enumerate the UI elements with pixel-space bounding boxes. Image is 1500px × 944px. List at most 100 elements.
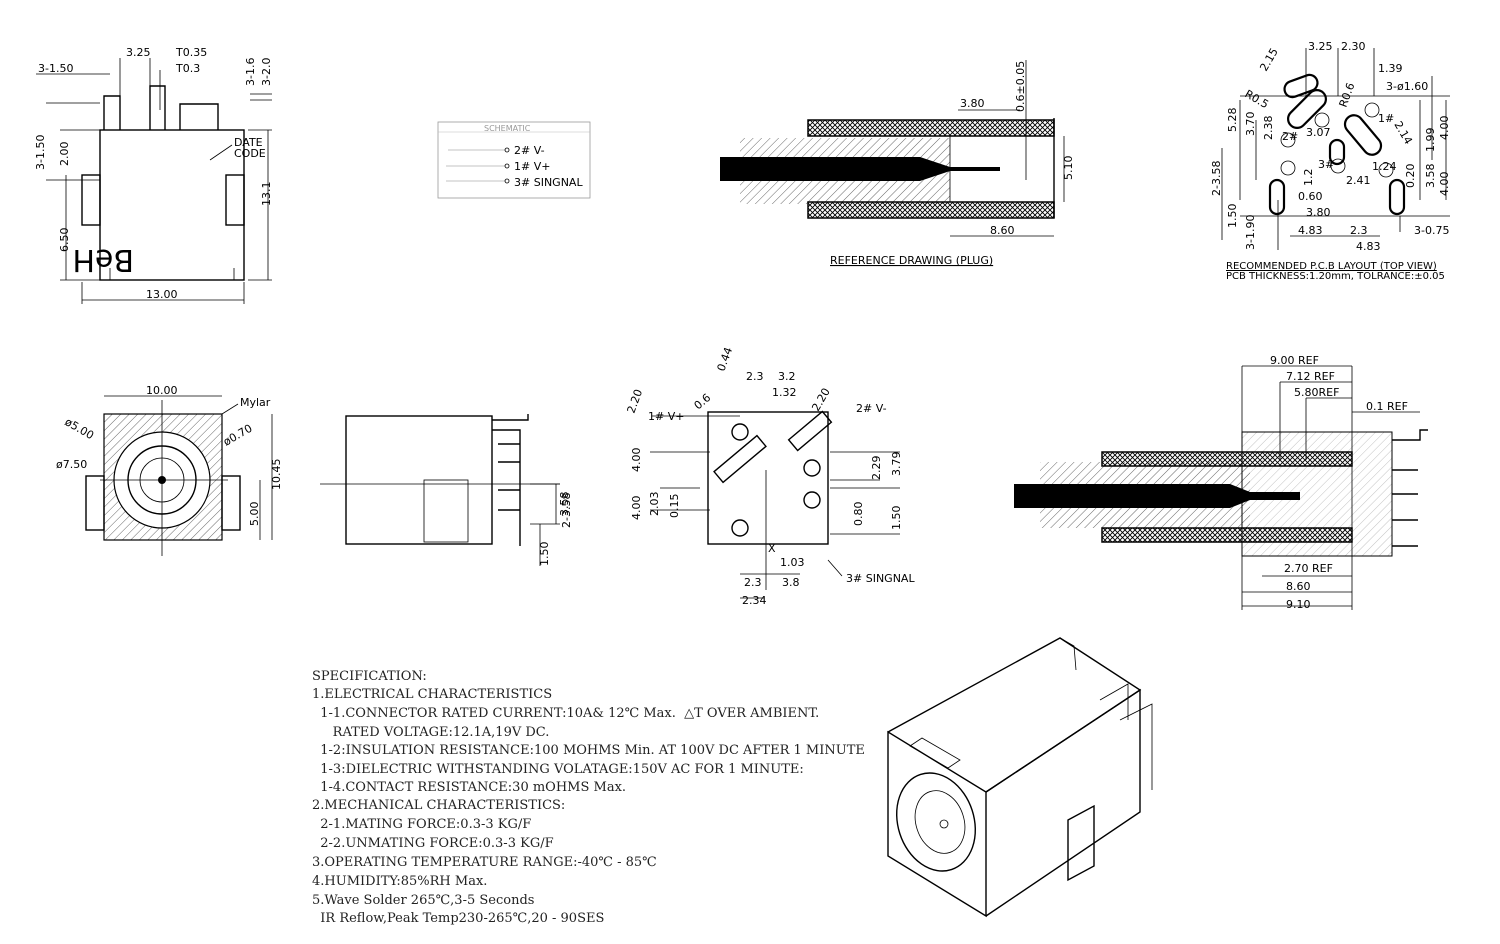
spec-line-11: 3.OPERATING TEMPERATURE RANGE:-40℃ - 85℃ bbox=[312, 855, 657, 870]
front-dim-4: T0.3 bbox=[175, 62, 200, 75]
pcb-dim-8: 5.28 bbox=[1226, 108, 1239, 133]
front-dim-8: 2.00 bbox=[58, 142, 71, 167]
bottom-dim-13: 4.00 bbox=[630, 496, 643, 521]
spec-line-1: SPECIFICATION: bbox=[312, 669, 427, 684]
pcb-dim-7: R0.5 bbox=[1243, 87, 1271, 111]
plug-caption: REFERENCE DRAWING (PLUG) bbox=[830, 254, 993, 267]
schematic-pin-2: 2# V- bbox=[514, 144, 545, 157]
pcb-dim-23: 1.2 bbox=[1302, 169, 1315, 187]
end-dim-6: 10.45 bbox=[270, 459, 283, 491]
date-code-label-2: CODE bbox=[234, 147, 266, 160]
bottom-dim-4: 0.6 bbox=[692, 391, 714, 412]
bottom-dim-12: 3.79 bbox=[890, 452, 903, 477]
spec-line-9: 2-1.MATING FORCE:0.3-3 KG/F bbox=[312, 817, 531, 832]
pcb-dim-11: 3.07 bbox=[1306, 126, 1331, 139]
front-dim-7: 3-1.50 bbox=[34, 135, 47, 170]
bottom-dim-6: 3.2 bbox=[778, 370, 796, 383]
bottom-pin-3: 3# SINGNAL bbox=[846, 572, 915, 585]
brand-logo-text: BeH bbox=[72, 242, 134, 277]
mated-dim-7: 9.10 bbox=[1286, 598, 1311, 611]
pcb-dim-27: 3.80 bbox=[1306, 206, 1331, 219]
bottom-dim-5: 2.3 bbox=[746, 370, 764, 383]
bottom-dim-20: 3.8 bbox=[782, 576, 800, 589]
bottom-pin-1: 1# V+ bbox=[648, 410, 684, 423]
pcb-dim-31: 3-0.75 bbox=[1414, 224, 1449, 237]
spec-line-4: RATED VOLTAGE:12.1A,19V DC. bbox=[312, 725, 549, 740]
bottom-pin-2: 2# V- bbox=[856, 402, 887, 415]
front-dim-1: 3-1.50 bbox=[38, 62, 73, 75]
plug-dim-2: 0.6±0.05 bbox=[1014, 61, 1027, 112]
specification-block: SPECIFICATION: 1.ELECTRICAL CHARACTERIST… bbox=[312, 669, 865, 926]
mated-section-view: 9.00 REF 7.12 REF 5.80REF 0.1 REF 2.70 R… bbox=[1014, 354, 1428, 611]
spec-line-7: 1-4.CONTACT RESISTANCE:30 mOHMS Max. bbox=[312, 780, 626, 795]
pcb-dim-5: R0.6 bbox=[1337, 81, 1358, 109]
mated-dim-2: 7.12 REF bbox=[1286, 370, 1335, 383]
pcb-dim-20: 3.58 bbox=[1424, 164, 1437, 189]
pcb-dim-24: 2.41 bbox=[1346, 174, 1371, 187]
mylar-label: Mylar bbox=[240, 396, 271, 409]
bottom-dim-16: 0.80 bbox=[852, 502, 865, 527]
pcb-dim-29: 4.83 bbox=[1298, 224, 1323, 237]
pcb-dim-28: 3-1.90 bbox=[1244, 215, 1257, 250]
pcb-caption-2: PCB THICKNESS:1.20mm, TOLRANCE:±0.05 bbox=[1226, 271, 1445, 282]
pcb-layout: 3.25 2.30 2.15 1.39 R0.6 3-ø1.60 R0.5 5.… bbox=[1210, 40, 1451, 282]
schematic-pin-3: 3# SINGNAL bbox=[514, 176, 583, 189]
bottom-dim-15: 0.15 bbox=[668, 494, 681, 519]
bottom-dim-14: 2.03 bbox=[648, 492, 661, 517]
pcb-dim-25: 0.60 bbox=[1298, 190, 1323, 203]
spec-line-2: 1.ELECTRICAL CHARACTERISTICS bbox=[312, 687, 552, 702]
mated-dim-1: 9.00 REF bbox=[1270, 354, 1319, 367]
pcb-dim-3: 2.15 bbox=[1257, 46, 1281, 74]
pcb-dim-6: 3-ø1.60 bbox=[1386, 80, 1428, 93]
mated-dim-4: 0.1 REF bbox=[1366, 400, 1408, 413]
pcb-caption-1: RECOMMENDED P.C.B LAYOUT (TOP VIEW) bbox=[1226, 261, 1437, 272]
spec-line-10: 2-2.UNMATING FORCE:0.3-3 KG/F bbox=[312, 836, 554, 851]
spec-line-5: 1-2:INSULATION RESISTANCE:100 MOHMS Min.… bbox=[312, 743, 865, 758]
side-dim-3: 1.50 bbox=[538, 542, 551, 567]
pcb-dim-2: 2.30 bbox=[1341, 40, 1366, 53]
pcb-dim-10: 2.38 bbox=[1262, 116, 1275, 141]
bottom-x-mark: X bbox=[768, 542, 776, 555]
pcb-dim-9: 3.70 bbox=[1244, 112, 1257, 137]
pcb-dim-21: 4.00 bbox=[1438, 172, 1451, 197]
front-dim-10: 13.1 bbox=[260, 182, 273, 207]
pcb-dim-30: 2.3 bbox=[1350, 224, 1368, 237]
pcb-dim-19: 0.20 bbox=[1404, 164, 1417, 189]
bottom-dim-1: 0.44 bbox=[715, 346, 736, 373]
end-dim-5: ø7.50 bbox=[56, 458, 87, 471]
spec-line-13: 5.Wave Solder 265℃,3-5 Seconds bbox=[312, 893, 534, 908]
front-dim-11: 13.00 bbox=[146, 288, 178, 301]
plug-dim-4: 8.60 bbox=[990, 224, 1015, 237]
spec-line-12: 4.HUMIDITY:85%RH Max. bbox=[312, 874, 487, 889]
side-view: 3.58 2-3.58 1.50 bbox=[320, 414, 573, 566]
schematic-title: SCHEMATIC bbox=[484, 124, 531, 133]
schematic-box: SCHEMATIC 2# V- 1# V+ 3# SINGNAL bbox=[437, 121, 591, 199]
bottom-dim-17: 1.50 bbox=[890, 506, 903, 531]
spec-line-3: 1-1.CONNECTOR RATED CURRENT:10A& 12℃ Max… bbox=[312, 706, 819, 721]
spec-line-14: IR Reflow,Peak Temp230-265℃,20 - 90SES bbox=[312, 911, 604, 926]
pcb-dim-32: 4.83 bbox=[1356, 240, 1381, 253]
spec-line-8: 2.MECHANICAL CHARACTERISTICS: bbox=[312, 798, 565, 813]
pcb-pin-2: 2# bbox=[1282, 130, 1298, 143]
bottom-dim-18: 1.03 bbox=[780, 556, 805, 569]
plug-reference-drawing: 3.80 0.6±0.05 5.10 8.60 REFERENCE DRAWIN… bbox=[720, 60, 1075, 267]
isometric-view bbox=[887, 637, 1153, 918]
mated-dim-3: 5.80REF bbox=[1294, 386, 1339, 399]
end-dim-1: 10.00 bbox=[146, 384, 178, 397]
front-dim-2: 3.25 bbox=[126, 46, 151, 59]
bottom-view: X 0.44 2.20 1# V+ 0.6 2.3 3.2 1.32 2.20 … bbox=[625, 346, 916, 607]
pcb-dim-22: 2-3.58 bbox=[1210, 161, 1223, 196]
pcb-dim-1: 3.25 bbox=[1308, 40, 1333, 53]
front-dim-3: T0.35 bbox=[175, 46, 207, 59]
end-dim-3: ø5.00 bbox=[63, 415, 97, 442]
spec-line-6: 1-3:DIELECTRIC WITHSTANDING VOLATAGE:150… bbox=[312, 762, 804, 777]
bottom-dim-8: 2.20 bbox=[809, 386, 833, 414]
side-dim-1: 3.58 bbox=[558, 492, 571, 517]
bottom-dim-7: 1.32 bbox=[772, 386, 797, 399]
mated-dim-6: 8.60 bbox=[1286, 580, 1311, 593]
end-view: 10.00 Mylar ø5.00 ø0.70 ø7.50 10.45 5.00 bbox=[56, 384, 283, 556]
end-dim-4: ø0.70 bbox=[221, 422, 255, 449]
pcb-dim-14: 1.99 bbox=[1424, 128, 1437, 153]
